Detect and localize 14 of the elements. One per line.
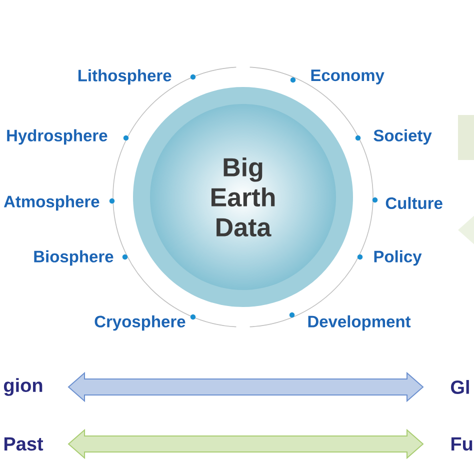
sphere-label: Biosphere: [34, 250, 114, 266]
sphere-label: Society: [374, 129, 432, 145]
sphere-label: Hydrosphere: [7, 129, 108, 145]
axis-label: Past: [4, 437, 44, 451]
sphere-label: Atmosphere: [4, 195, 100, 211]
sphere-label: Lithosphere: [78, 69, 172, 85]
sphere-label: Policy: [374, 250, 422, 266]
sphere-label: Development: [308, 315, 411, 331]
axis-label: gion: [4, 378, 42, 396]
sphere-label: Cryosphere: [94, 315, 186, 331]
axis-label: Gl: [451, 380, 469, 394]
sphere-label: Economy: [311, 70, 384, 84]
sphere-label: Culture: [386, 196, 442, 210]
axis-label: Fu: [451, 437, 472, 451]
